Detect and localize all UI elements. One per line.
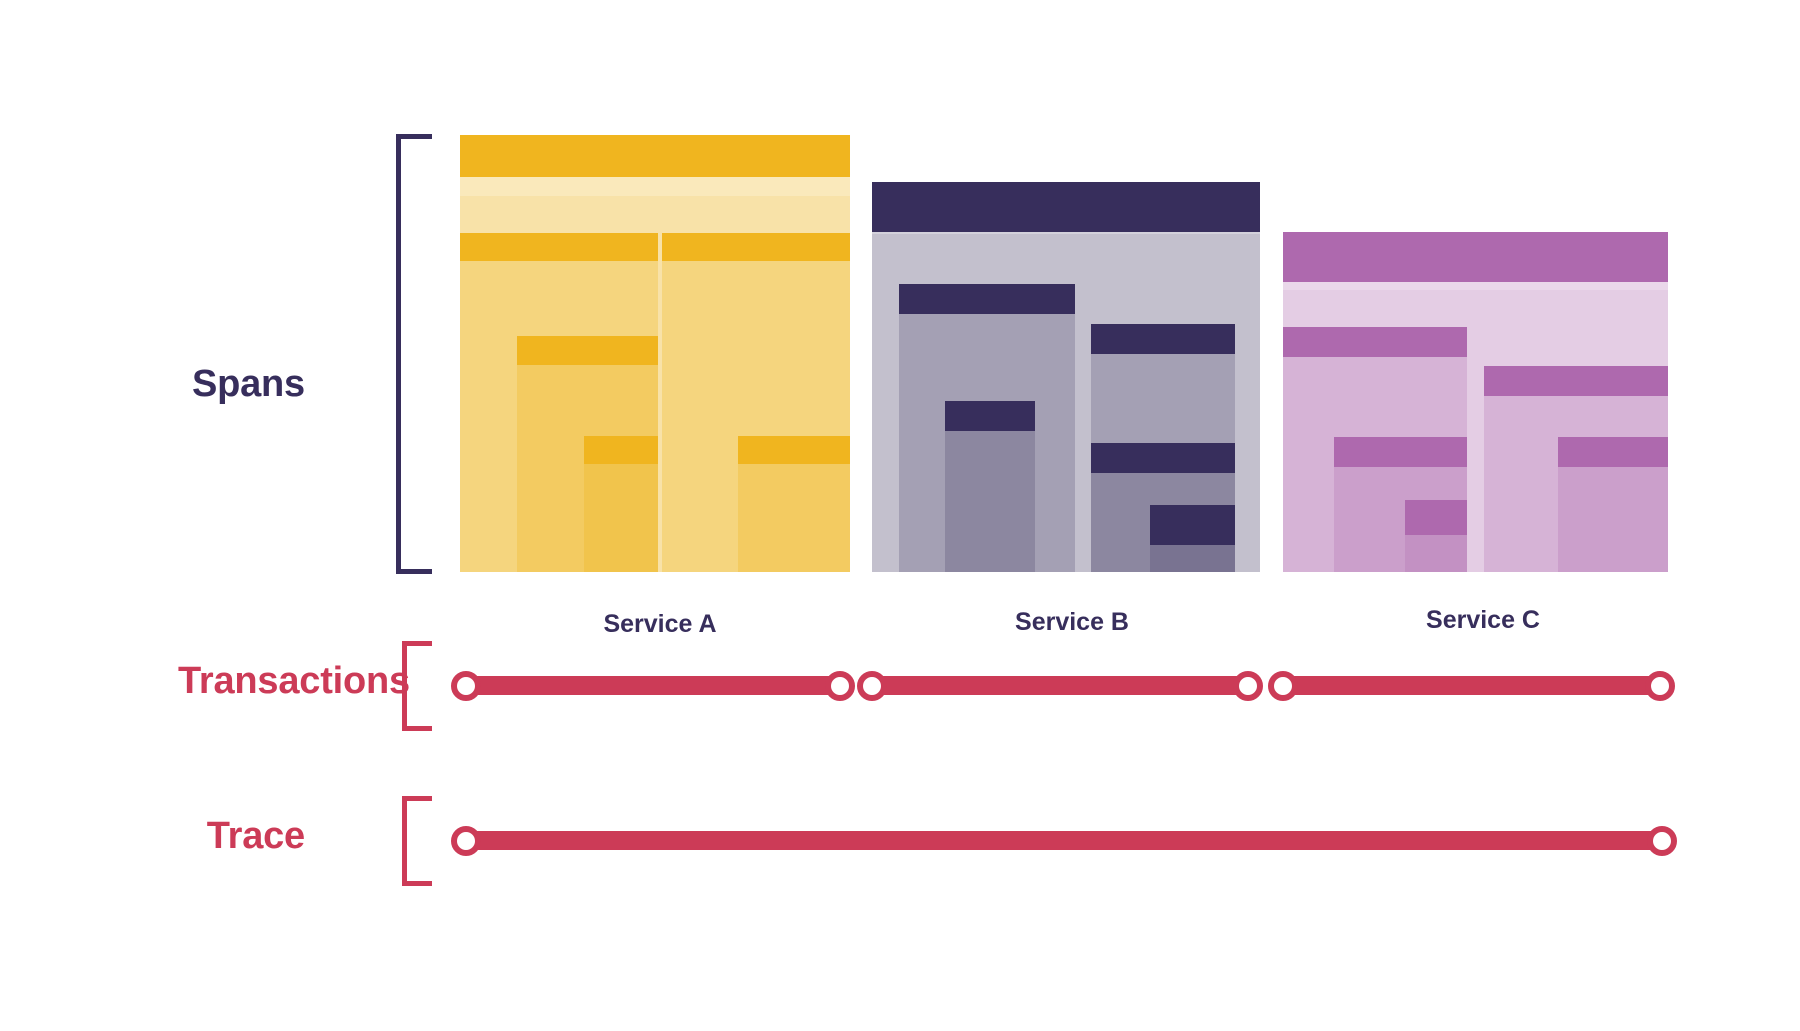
transactions-row-label: Transactions xyxy=(177,660,410,702)
service-caption-3: Service C xyxy=(1426,606,1540,634)
span-a-5[interactable] xyxy=(662,233,850,572)
transaction-service-c-start-marker[interactable] xyxy=(1268,670,1298,701)
span-b-root-header xyxy=(872,182,1260,232)
service-span-group-1 xyxy=(460,0,850,600)
span-a-root-header xyxy=(460,135,850,177)
span-c-5-header xyxy=(1484,366,1668,396)
trace-span-bar[interactable] xyxy=(466,831,1662,850)
span-c-6[interactable] xyxy=(1558,437,1668,572)
service-span-group-3 xyxy=(1283,0,1668,600)
transaction-service-a-end-marker[interactable] xyxy=(825,670,855,701)
span-b-5-header xyxy=(1091,443,1235,473)
transaction-service-b-bar[interactable] xyxy=(872,676,1248,695)
span-c-6-header xyxy=(1558,437,1668,467)
span-c-3-header xyxy=(1334,437,1467,467)
transaction-service-a-start-marker[interactable] xyxy=(451,670,481,701)
span-b-3-header xyxy=(945,401,1035,431)
span-b-3[interactable] xyxy=(945,401,1035,572)
span-c-root-header xyxy=(1283,232,1668,282)
span-a-6[interactable] xyxy=(738,436,850,572)
span-b-2[interactable] xyxy=(899,284,1075,572)
transaction-service-c-bar[interactable] xyxy=(1283,676,1660,695)
span-c-2-header xyxy=(1283,327,1467,357)
span-a-5-header xyxy=(662,233,850,261)
trace-bracket xyxy=(402,796,432,886)
trace-row-label: Trace xyxy=(206,815,306,857)
span-b-6[interactable] xyxy=(1150,505,1235,572)
transaction-service-b-end-marker[interactable] xyxy=(1233,670,1263,701)
transaction-service-c-end-marker[interactable] xyxy=(1645,670,1675,701)
span-a-4[interactable] xyxy=(584,436,658,572)
spans-bracket xyxy=(396,134,432,574)
span-b-6-header xyxy=(1150,505,1235,545)
span-b-2-header xyxy=(899,284,1075,314)
trace-span-end-marker[interactable] xyxy=(1647,825,1677,856)
transactions-bracket xyxy=(402,641,432,731)
service-span-group-2 xyxy=(872,0,1260,600)
trace-span-start-marker[interactable] xyxy=(451,825,481,856)
service-caption-2: Service B xyxy=(1015,608,1129,636)
span-a-3-header xyxy=(517,336,658,365)
span-c-5[interactable] xyxy=(1484,366,1668,572)
span-c-4[interactable] xyxy=(1405,500,1467,572)
span-a-2-header xyxy=(460,233,658,261)
service-caption-1: Service A xyxy=(603,610,717,638)
spans-row-label: Spans xyxy=(191,363,305,405)
transaction-service-b-start-marker[interactable] xyxy=(857,670,887,701)
span-c-root[interactable] xyxy=(1283,232,1668,572)
spans-diagram xyxy=(460,0,1668,600)
transaction-service-a-bar[interactable] xyxy=(466,676,840,695)
span-a-4-header xyxy=(584,436,658,464)
span-a-2[interactable] xyxy=(460,233,658,572)
span-c-4-header xyxy=(1405,500,1467,535)
span-b-4-header xyxy=(1091,324,1235,354)
span-a-6-header xyxy=(738,436,850,464)
